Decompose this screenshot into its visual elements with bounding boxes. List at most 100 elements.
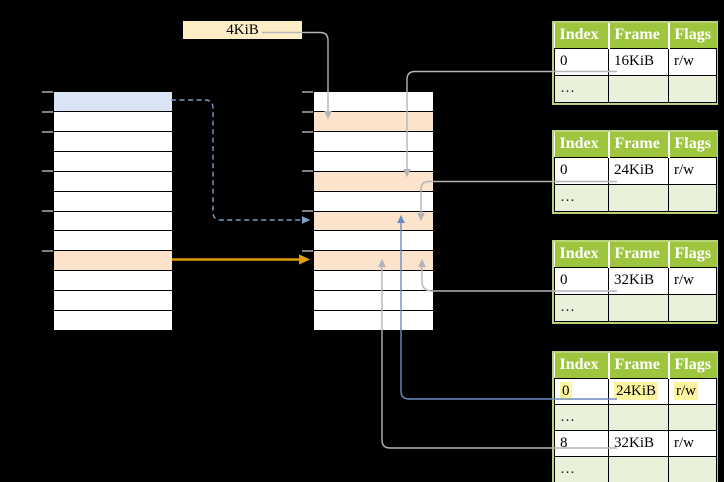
table-row: 0 16KiB r/w — [554, 47, 717, 76]
address-tick — [302, 130, 313, 133]
address-tick — [302, 110, 313, 113]
cell-frame — [608, 74, 669, 103]
memory-cell — [314, 210, 433, 231]
arrow-virtual-page-mapping-dashed — [171, 99, 311, 224]
address-tick — [302, 249, 313, 252]
table-row: 8 32KiB r/w — [554, 429, 717, 457]
memory-cell — [54, 170, 172, 191]
cell-frame: 24KiB — [608, 377, 669, 405]
header-index: Index — [554, 23, 610, 49]
physical-memory-column — [302, 91, 434, 331]
address-tick — [42, 91, 53, 93]
cell-index: 0 — [554, 47, 609, 76]
cell-index: 8 — [554, 429, 609, 457]
header-index: Index — [554, 353, 610, 379]
header-frame: Frame — [608, 132, 670, 158]
memory-cell — [54, 110, 172, 131]
header-frame: Frame — [608, 353, 670, 379]
cell-flags: r/w — [668, 429, 717, 457]
header-flags: Flags — [668, 353, 717, 379]
cell-flags: r/w — [668, 156, 717, 185]
address-tick — [302, 210, 313, 212]
memory-cell — [314, 170, 433, 191]
cell-flags — [668, 183, 717, 212]
cell-index: 0 — [554, 377, 609, 405]
header-index: Index — [554, 242, 610, 268]
table-row-ellipsis: … — [554, 403, 717, 431]
cell-index: … — [554, 74, 609, 103]
cell-flags — [668, 455, 717, 482]
table-row-ellipsis: … — [554, 74, 717, 103]
table-row: 0 24KiB r/w — [554, 156, 717, 185]
cell-flags: r/w — [668, 266, 717, 295]
cell-frame — [608, 403, 669, 431]
header-flags: Flags — [668, 242, 717, 268]
page-table-3: Index Frame Flags 0 32KiB r/w … — [552, 240, 718, 324]
cell-index: … — [554, 403, 609, 431]
cell-flags — [668, 74, 717, 103]
address-tick — [42, 130, 53, 133]
memory-cell — [314, 190, 433, 211]
page-table-1: Index Frame Flags 0 16KiB r/w … — [552, 21, 718, 105]
header-flags: Flags — [668, 132, 717, 158]
address-tick — [302, 170, 313, 173]
memory-cell — [314, 130, 433, 151]
highlighted-value: 24KiB — [614, 381, 659, 400]
table-row-ellipsis: … — [554, 455, 717, 482]
memory-cell — [54, 310, 172, 331]
memory-cell — [54, 250, 172, 271]
cell-index: … — [554, 183, 609, 212]
memory-cell — [314, 270, 433, 291]
memory-cell — [54, 92, 172, 111]
memory-cell — [54, 270, 172, 291]
cell-index: … — [554, 455, 609, 482]
address-tick — [42, 249, 53, 252]
cell-index: … — [554, 293, 609, 322]
memory-cell — [54, 290, 172, 311]
memory-cell — [314, 150, 433, 171]
memory-cell — [54, 190, 172, 211]
header-index: Index — [554, 132, 610, 158]
cell-index: 0 — [554, 266, 609, 295]
cell-flags — [668, 293, 717, 322]
memory-cell — [314, 250, 433, 271]
cell-frame: 32KiB — [608, 429, 669, 457]
memory-cell — [314, 310, 433, 331]
memory-cell — [314, 110, 433, 131]
table-row-ellipsis: … — [554, 183, 717, 212]
table-header-row: Index Frame Flags — [554, 353, 717, 379]
cell-frame: 16KiB — [608, 47, 669, 76]
memory-cell — [54, 150, 172, 171]
page-table-2: Index Frame Flags 0 24KiB r/w … — [552, 130, 718, 214]
cell-index: 0 — [554, 156, 609, 185]
cell-frame — [608, 293, 669, 322]
cell-frame — [608, 183, 669, 212]
header-frame: Frame — [608, 242, 670, 268]
cell-flags: r/w — [668, 47, 717, 76]
memory-cell — [54, 210, 172, 231]
header-flags: Flags — [668, 23, 717, 49]
memory-cell — [54, 130, 172, 151]
address-tick — [302, 91, 313, 93]
table-header-row: Index Frame Flags — [554, 132, 717, 158]
table-row: 0 32KiB r/w — [554, 266, 717, 295]
cell-flags: r/w — [668, 377, 717, 405]
address-tick — [42, 170, 53, 173]
page-size-label: 4KiB — [183, 21, 302, 39]
page-table-4: Index Frame Flags 0 24KiB r/w … 8 32KiB … — [552, 351, 718, 482]
virtual-memory-column — [42, 91, 173, 331]
memory-cell — [314, 290, 433, 311]
table-header-row: Index Frame Flags — [554, 242, 717, 268]
address-tick — [42, 210, 53, 212]
memory-cell — [314, 92, 433, 111]
address-tick — [42, 110, 53, 113]
cell-flags — [668, 403, 717, 431]
cell-frame — [608, 455, 669, 482]
table-row-highlighted: 0 24KiB r/w — [554, 377, 717, 405]
memory-cell — [314, 230, 433, 251]
highlighted-value: 0 — [560, 381, 572, 400]
table-header-row: Index Frame Flags — [554, 23, 717, 49]
memory-cell — [54, 230, 172, 251]
highlighted-value: r/w — [674, 381, 698, 400]
